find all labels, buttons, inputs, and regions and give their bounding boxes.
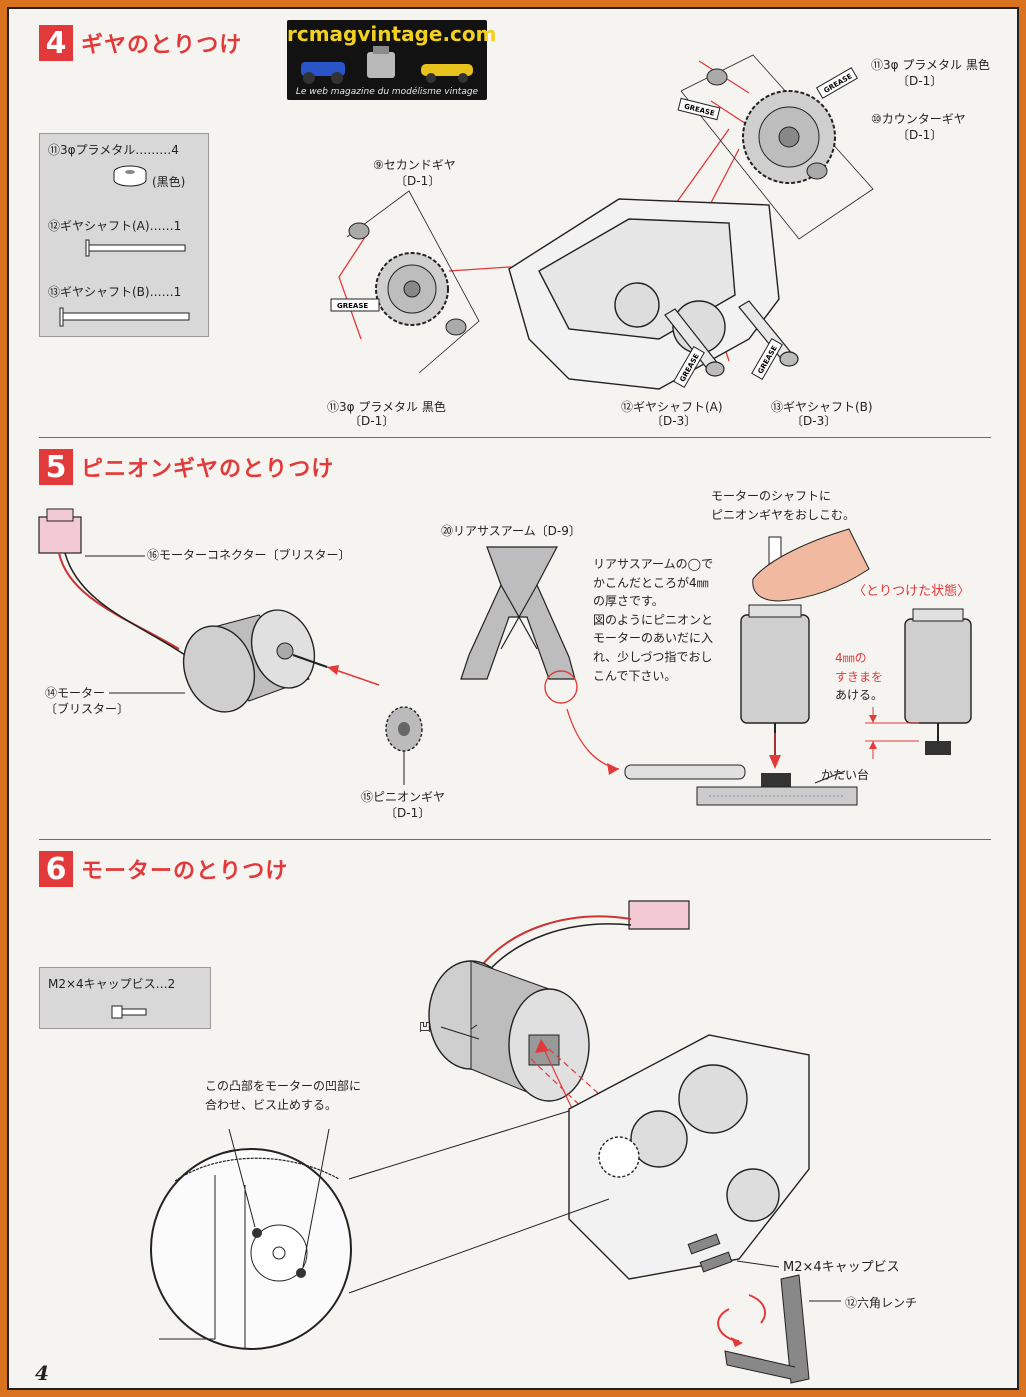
label-counter-gear: ⑩カウンターギヤ <box>871 112 966 126</box>
label-cap-screws: M2×4キャップビス <box>783 1260 900 1275</box>
mount-note: この凸部をモーターの凹部に 合わせ、ビス止めする。 <box>205 1079 362 1112</box>
pinion-gear-illustration <box>38 508 972 806</box>
section-divider <box>39 437 991 438</box>
motor-mount-illustration <box>150 900 841 1384</box>
section-4-parts-box: ⑪3φプラメタル………4 (黒色) ⑫ギヤシャフト(A)……1 ⑬ギヤシャフト(… <box>39 133 209 337</box>
section-4-heading: 4 ギヤのとりつけ <box>39 25 242 61</box>
label-rear-arm: ⑳リアサスアーム〔D-9〕 <box>441 524 581 538</box>
manual-page: rcmagvintage.com Le web magazine du modé… <box>7 7 1019 1390</box>
site-logo[interactable]: rcmagvintage.com Le web magazine du modé… <box>287 20 497 100</box>
section-title: ギヤのとりつけ <box>81 33 243 58</box>
page-number: 4 <box>35 1361 49 1385</box>
shaft-b-icon <box>59 307 190 327</box>
section-title: モーターのとりつけ <box>81 859 289 884</box>
grease-tag: GREASE <box>337 302 368 310</box>
gap-note: 4㎜の すきまを あける。 <box>835 651 884 703</box>
label-shaft-b-ref: 〔D-3〕 <box>791 414 837 428</box>
rear-arm-note: リアサスアームの◯で かこんだところが4㎜ の厚さです。 図のようにピニオンと … <box>593 557 714 683</box>
part-shaft-b: ⑬ギヤシャフト(B)……1 <box>48 285 182 299</box>
label-pinion: ⑮ピニオンギヤ <box>361 790 446 804</box>
label-counter-gear-ref: 〔D-1〕 <box>897 128 943 142</box>
push-pinion-note: モーターのシャフトに ピニオンギヤをおしこむ。 <box>711 489 856 522</box>
logo-subtitle: Le web magazine du modélisme vintage <box>295 87 479 97</box>
label-shaft-b: ⑬ギヤシャフト(B) <box>771 400 873 414</box>
label-plametal-top: ⑪3φ プラメタル 黒色 <box>871 58 990 72</box>
logo-cars-icon <box>301 46 473 84</box>
label-shaft-a-ref: 〔D-3〕 <box>651 414 697 428</box>
cap-screw-icon <box>111 1005 147 1019</box>
part-cap-screw: M2×4キャップビス…2 <box>48 977 176 991</box>
part-plametal: ⑪3φプラメタル………4 <box>48 143 179 157</box>
shaft-a-icon <box>85 239 186 257</box>
gear-assembly-illustration: GREASE GREASE GREASE GREASE GREASE <box>330 54 874 390</box>
section-5-heading: 5 ピニオンギヤのとりつけ <box>39 449 334 485</box>
part-shaft-a: ⑫ギヤシャフト(A)……1 <box>48 219 182 233</box>
label-motor-ref: 〔ブリスター〕 <box>45 702 130 716</box>
section-title: ピニオンギヤのとりつけ <box>81 457 335 482</box>
section-divider <box>39 839 991 840</box>
section-6-parts-box: M2×4キャップビス…2 <box>39 967 211 1029</box>
label-hex-wrench: ⑫六角レンチ <box>845 1296 918 1310</box>
label-shaft-a: ⑫ギヤシャフト(A) <box>621 400 723 414</box>
label-hard-base: かたい台 <box>821 768 870 782</box>
label-second-gear: ⑨セカンドギヤ <box>373 158 456 172</box>
plametal-bushing-icon <box>113 165 147 187</box>
label-plametal-bottom: ⑪3φ プラメタル 黒色 <box>327 400 446 414</box>
logo-title: rcmagvintage.com <box>287 22 497 46</box>
label-second-gear-ref: 〔D-1〕 <box>395 174 441 188</box>
label-motor-connector: ⑯モーターコネクター〔ブリスター〕 <box>147 548 351 562</box>
label-installed-state: 〈とりつけた状態〉 <box>853 584 971 599</box>
label-plametal-bottom-ref: 〔D-1〕 <box>349 414 395 428</box>
section-6-heading: 6 モーターのとりつけ <box>39 851 288 887</box>
label-concave: 凹 <box>419 1020 432 1034</box>
label-motor: ⑭モーター <box>45 686 106 700</box>
section-number: 6 <box>39 851 73 887</box>
section-number: 4 <box>39 25 73 61</box>
label-plametal-top-ref: 〔D-1〕 <box>897 74 943 88</box>
label-pinion-ref: 〔D-1〕 <box>385 806 431 820</box>
part-plametal-color: (黒色) <box>152 175 186 189</box>
section-number: 5 <box>39 449 73 485</box>
